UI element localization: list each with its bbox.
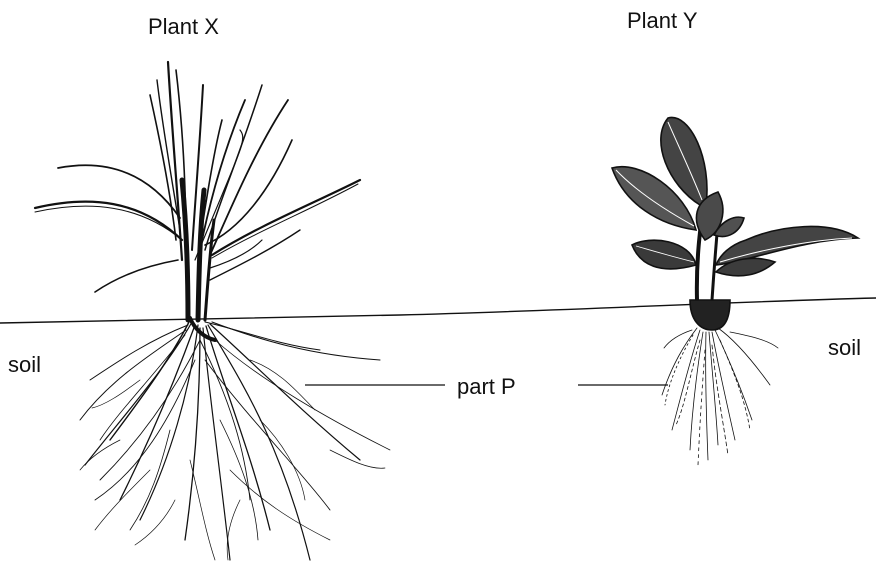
plant-y-shoot	[612, 117, 858, 330]
soil-surface-line	[0, 298, 876, 323]
soil-label-left: soil	[8, 352, 41, 378]
plant-x-shoot	[35, 62, 360, 320]
plant-y-roots	[662, 328, 778, 465]
plant-y-label: Plant Y	[627, 8, 698, 34]
plant-x-label: Plant X	[148, 14, 219, 40]
soil-label-right: soil	[828, 335, 861, 361]
plant-x-fibrous-roots	[80, 318, 390, 560]
part-p-label: part P	[457, 374, 516, 400]
